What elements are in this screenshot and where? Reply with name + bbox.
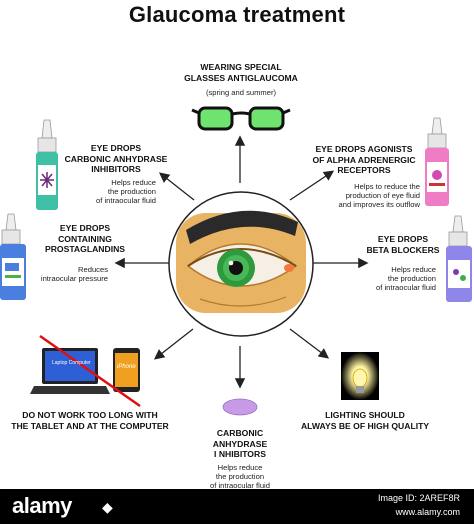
alpha-drops-desc: Helps to reduce the production of eye fl…: [338, 182, 420, 209]
beta-drops-title: EYE DROPS BETA BLOCKERS: [366, 234, 440, 255]
pill-desc: Helps reduce the production of intraocul…: [210, 463, 270, 490]
arrow-up-right: [289, 170, 335, 201]
arrow-down-left: [153, 328, 194, 360]
bottle-beta-icon: [446, 215, 472, 302]
computer-title: DO NOT WORK TOO LONG WITH THE TABLET AND…: [11, 410, 169, 431]
glasses-icon: [191, 106, 291, 131]
brand-logo: alamy: [12, 493, 72, 518]
arrow-up-left: [158, 172, 195, 201]
phone-icon: [113, 348, 140, 392]
eye-illustration: [176, 210, 306, 313]
lighting-title: LIGHTING SHOULD ALWAYS BE OF HIGH QUALIT…: [300, 410, 430, 431]
glasses-title: WEARING SPECIAL GLASSES ANTIGLAUCOMA: [184, 62, 298, 83]
laptop-screen-text: Laptop Computer: [52, 360, 91, 366]
laptop-icon: [30, 348, 110, 394]
site-url: www.alamy.com: [395, 507, 460, 517]
bottle-prostaglandin-icon: [0, 213, 26, 300]
arrow-down-right: [289, 328, 330, 359]
beta-drops-desc: Helps reduce the production of intraocul…: [376, 265, 436, 292]
phone-screen-text: iPhone: [117, 364, 136, 370]
watermark-footer: alamy ◆ Image ID: 2AREF8R www.alamy.com: [0, 489, 474, 524]
prostaglandin-drops-title: EYE DROPS CONTAINING PROSTAGLANDINS: [44, 223, 126, 254]
bottle-alpha-icon: [425, 117, 449, 206]
glasses-desc: (spring and summer): [205, 88, 277, 97]
image-id: Image ID: 2AREF8R: [377, 493, 460, 503]
page-title: Glaucoma treatment: [128, 2, 346, 27]
alpha-drops-title: EYE DROPS AGONISTS OF ALPHA ADRENERGIC R…: [312, 144, 416, 175]
pill-icon: [222, 398, 258, 416]
bottle-carbonic-icon: [36, 119, 58, 210]
prostaglandin-drops-desc: Reduces intraocular pressure: [40, 265, 108, 283]
lamp-icon: [341, 352, 379, 400]
pill-title: CARBONIC ANHYDRASE I NHIBITORS: [212, 428, 268, 459]
prohibition-line: [39, 334, 141, 408]
brand-mark-icon: ◆: [102, 499, 113, 515]
carbonic-drops-title: EYE DROPS CARBONIC ANHYDRASE INHIBITORS: [64, 143, 168, 174]
carbonic-drops-desc: Helps reduce the production of intraocul…: [96, 178, 156, 205]
arrows: [114, 135, 369, 389]
